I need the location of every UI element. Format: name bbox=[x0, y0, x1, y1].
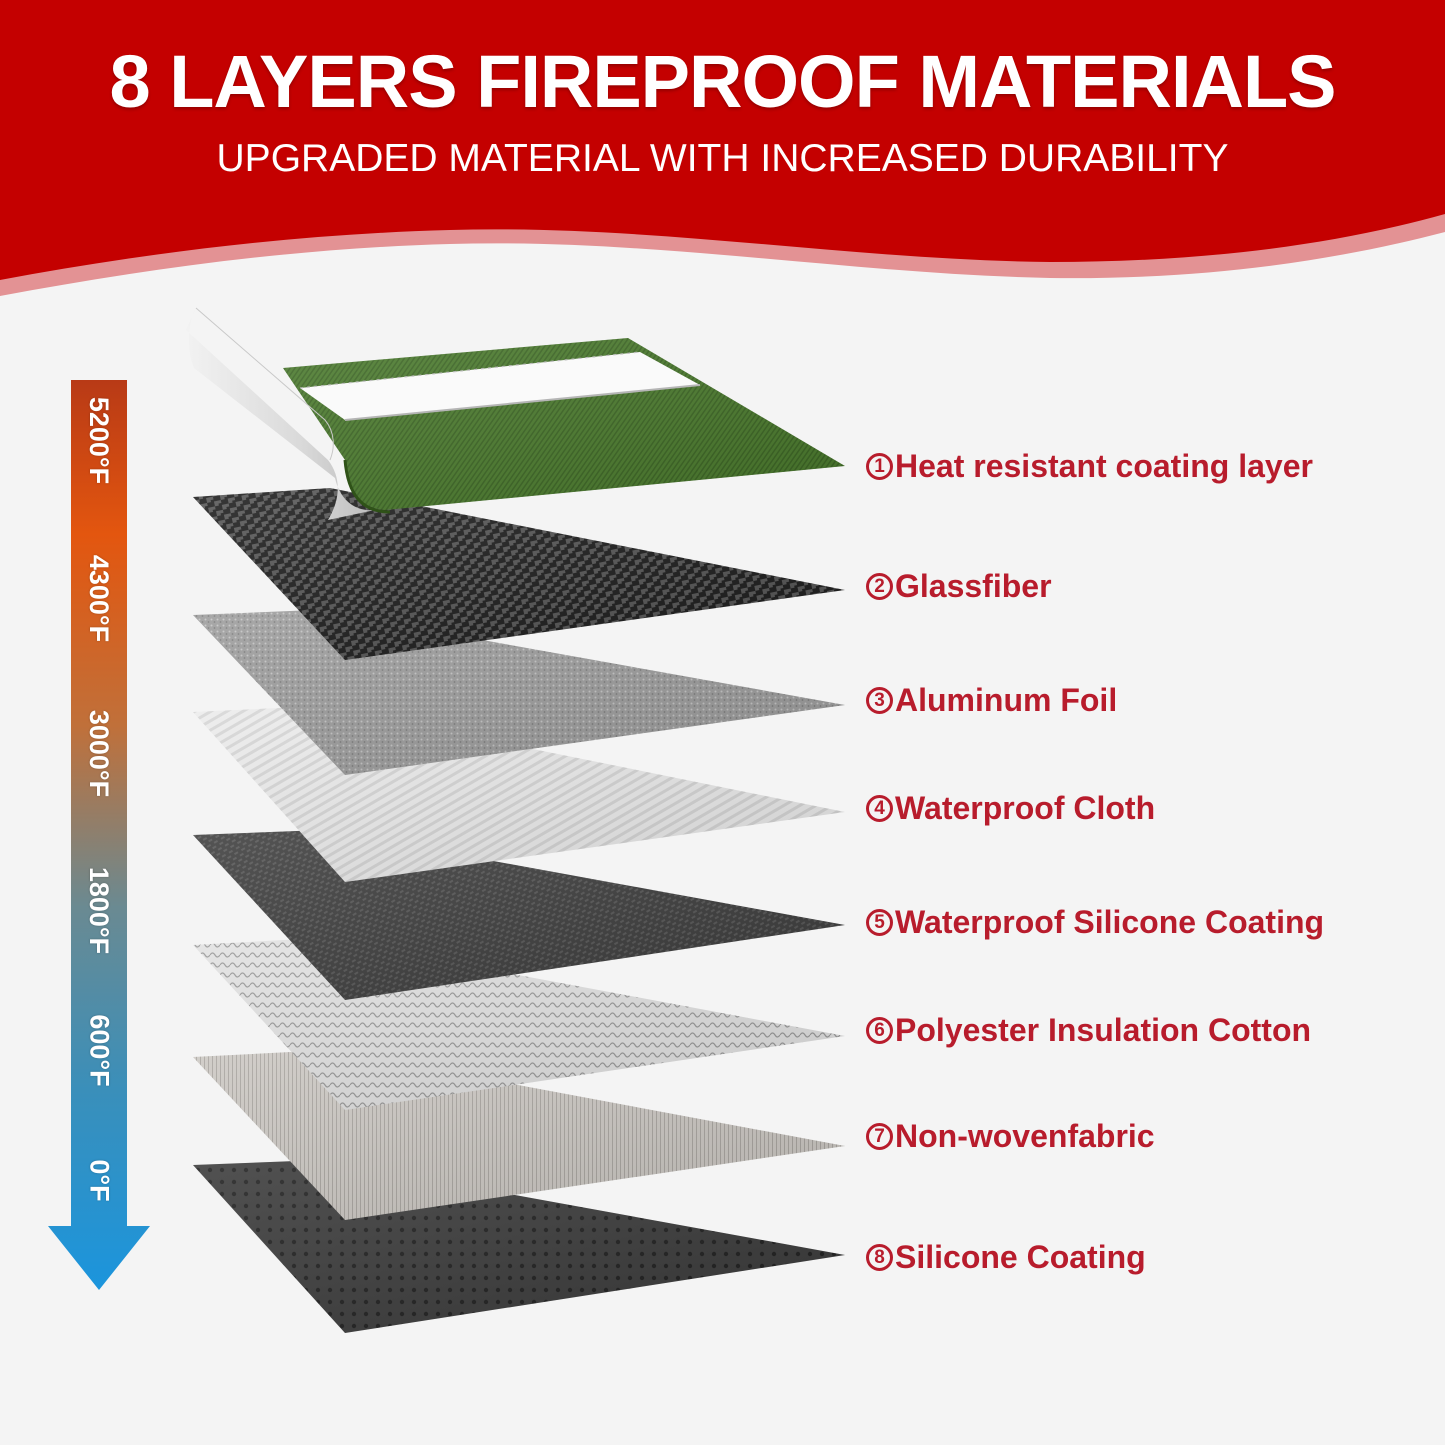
page-subtitle: UPGRADED MATERIAL WITH INCREASED DURABIL… bbox=[216, 137, 1229, 180]
layer-label-1: 1 Heat resistant coating layer bbox=[866, 446, 1313, 486]
number-badge: 2 bbox=[866, 572, 893, 600]
layer-2-glassfiber bbox=[193, 488, 845, 660]
number-badge: 6 bbox=[866, 1016, 893, 1044]
number-badge: 8 bbox=[866, 1243, 893, 1271]
number-badge: 7 bbox=[866, 1122, 893, 1150]
header-wave-band bbox=[0, 0, 1445, 296]
number-badge: 3 bbox=[866, 686, 893, 714]
layer-label-5: 5 Waterproof Silicone Coating bbox=[866, 902, 1324, 942]
number-badge: 4 bbox=[866, 794, 893, 822]
layer-label-8: 8 Silicone Coating bbox=[866, 1237, 1146, 1277]
layer-label-7: 7 Non-wovenfabric bbox=[866, 1116, 1155, 1156]
layer-label-6: 6 Polyester Insulation Cotton bbox=[866, 1010, 1311, 1050]
number-badge: 1 bbox=[866, 452, 893, 480]
number-badge: 5 bbox=[866, 908, 893, 936]
layer-label-4: 4 Waterproof Cloth bbox=[866, 788, 1155, 828]
layer-label-2: 2 Glassfiber bbox=[866, 566, 1052, 606]
layer-1-heat-resistant-coating bbox=[186, 307, 845, 520]
layer-label-3: 3 Aluminum Foil bbox=[866, 680, 1117, 720]
temperature-gradient-arrow-icon bbox=[48, 380, 150, 1290]
page-title: 8 LAYERS FIREPROOF MATERIALS bbox=[109, 40, 1336, 123]
